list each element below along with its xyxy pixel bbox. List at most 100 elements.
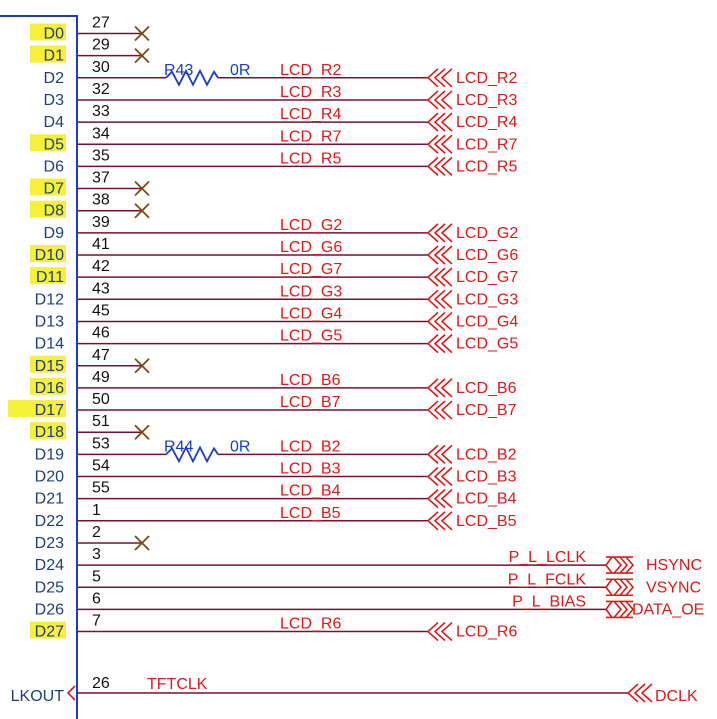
net-label: LCD_B7 — [280, 394, 341, 411]
pin-label: D25 — [35, 579, 64, 596]
net-label: LCD_B5 — [280, 505, 341, 522]
port-connector — [605, 600, 635, 619]
pin-number: 1 — [92, 502, 101, 519]
port-label: LCD_R6 — [456, 624, 517, 641]
pin-highlight — [30, 45, 66, 63]
no-connect-mark — [134, 25, 150, 42]
chip-outline — [0, 15, 78, 719]
port-label: LCD_G3 — [456, 291, 518, 308]
clock-row: LKOUT 26 TFTCLK DCLK — [11, 675, 698, 705]
pin-number: 41 — [92, 236, 110, 253]
pin-number: 51 — [92, 413, 110, 430]
pin-label: D1 — [44, 48, 65, 65]
pin-number: 39 — [92, 214, 110, 231]
pin-number: 34 — [92, 125, 110, 142]
resistor-value: 0R — [230, 438, 250, 455]
pin-number: 27 — [92, 15, 110, 32]
no-connect-mark — [134, 48, 150, 64]
port-connector — [426, 112, 453, 132]
net-label: LCD_B3 — [280, 461, 341, 478]
port-label: LCD_R4 — [456, 114, 517, 131]
pin-highlight — [30, 23, 66, 41]
pin-label: D6 — [44, 158, 65, 175]
pin-number: 30 — [92, 59, 110, 76]
no-connect-mark — [134, 535, 150, 551]
clock-pin-number: 26 — [92, 675, 110, 692]
pin-label: D20 — [35, 469, 64, 486]
pin-label: D10 — [35, 247, 64, 264]
resistor-symbol — [165, 68, 219, 87]
port-connector — [426, 289, 453, 309]
pin-label: D2 — [44, 70, 65, 87]
port-label: LCD_B4 — [456, 491, 517, 508]
pin-label: D9 — [44, 225, 65, 242]
pin-label: D16 — [35, 380, 64, 397]
pin-label: D23 — [35, 535, 64, 552]
pin-number: 29 — [92, 37, 110, 54]
pin-number: 43 — [92, 280, 110, 297]
port-connector — [426, 90, 453, 110]
port-connector — [426, 466, 453, 487]
pin-highlight — [8, 400, 66, 418]
port-connector — [426, 489, 453, 509]
pin-number: 35 — [92, 147, 110, 164]
pin-number: 38 — [92, 192, 110, 209]
port-connector — [426, 223, 453, 243]
pin-highlight — [30, 245, 66, 262]
port-label: VSYNC — [646, 579, 701, 596]
pin-number: 55 — [92, 480, 110, 497]
chip-border — [0, 15, 78, 719]
resistor-ref: R43 — [164, 62, 193, 79]
net-label: LCD_R7 — [280, 128, 341, 145]
port-label: LCD_G6 — [456, 247, 518, 264]
pin-highlight — [30, 178, 66, 196]
port-label: HSYNC — [646, 557, 702, 574]
port-label: LCD_R7 — [456, 136, 517, 153]
pin-number: 6 — [92, 590, 101, 607]
no-connect-mark — [134, 180, 150, 197]
pin-number: 33 — [92, 103, 110, 120]
port-connector — [426, 156, 453, 176]
net-label: LCD_R5 — [280, 150, 341, 167]
net-label: LCD_R2 — [280, 62, 341, 79]
pin-number: 37 — [92, 170, 110, 187]
pin-number: 42 — [92, 258, 110, 275]
pin-label: D19 — [35, 446, 64, 463]
pin-number: 49 — [92, 369, 110, 386]
pin-highlight — [30, 267, 66, 285]
net-label: LCD_G5 — [280, 328, 342, 345]
port-connector — [426, 378, 453, 398]
pin-label: D7 — [44, 181, 65, 198]
net-label: LCD_R3 — [280, 84, 341, 101]
net-label: LCD_R4 — [280, 106, 341, 123]
pin-label: D4 — [44, 114, 65, 131]
port-connector — [426, 245, 453, 265]
pin-label: D13 — [35, 313, 64, 330]
port-label: LCD_G7 — [456, 269, 518, 286]
pin-number: 5 — [92, 568, 101, 585]
net-label: LCD_G3 — [280, 283, 342, 300]
port-connector — [426, 621, 453, 642]
no-connect-mark — [134, 203, 150, 219]
